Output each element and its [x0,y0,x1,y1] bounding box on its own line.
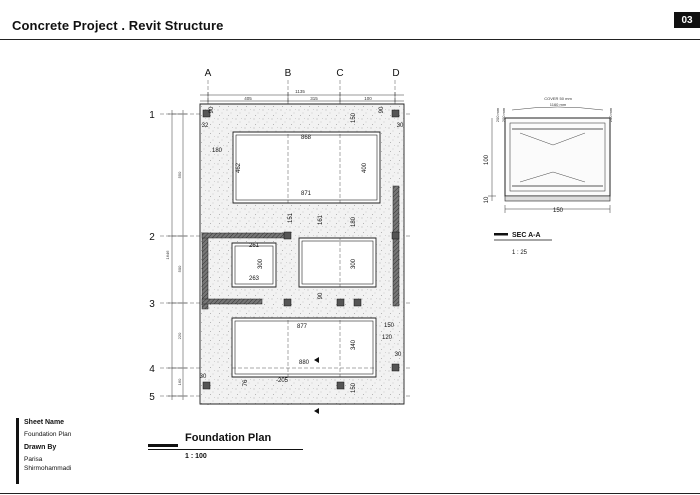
left-dim-1: 550 [177,171,182,178]
columns [202,109,400,390]
section-base-dim: 10 [484,196,490,203]
dim-mid-4: 90 [318,292,324,299]
section-title: SEC A-A [512,232,541,239]
left-dimension-chain [168,110,187,400]
grid-row-5: 5 [149,392,155,403]
left-dim-2: 500 [177,265,182,272]
dim-right-1: 150 [384,323,395,329]
page-number-badge: 03 [674,12,700,28]
grid-row-2: 2 [149,232,155,243]
section-title-bar [494,233,508,236]
foundation-slab [199,103,405,405]
sheet-name-label: Sheet Name [24,419,65,426]
level-mark: -205 [276,378,289,384]
left-dim-4: 160 [177,378,182,385]
dim-corner-2: 30 [200,374,207,380]
dim-slab-top-left: 462 [236,162,242,173]
dim-bottom-right: 150 [351,382,357,393]
left-dim-3: 220 [177,332,182,339]
dim-right-2: 120 [382,335,393,341]
drawn-by-name-1: Parisa [24,456,43,463]
plan-title-line [148,449,303,450]
frame-bottom-line [0,493,700,494]
dim-slab-top-right: 400 [362,162,368,173]
dim-slab-top-2: 871 [301,191,312,197]
grid-col-a: A [205,68,212,79]
dim-corner: 32 [202,123,209,129]
section-cut-marker [314,357,319,414]
top-dim-1: 405 [244,96,252,101]
plan-title-bar [148,444,178,447]
dim-right-3: 30 [395,352,402,358]
grid-col-d: D [392,68,399,79]
section-scale: 1 : 25 [512,250,528,256]
dim-mid-1: 151 [288,212,294,223]
top-dimension-chain [200,92,404,104]
dim-bottom-h: 340 [351,339,357,350]
grid-col-b: B [285,68,292,79]
section-width-dim: 150 [553,208,564,214]
section-height-dim: 100 [484,154,490,165]
top-total-dim: 1135 [295,89,305,94]
plan-title: Foundation Plan [185,432,272,444]
strip-walls [201,185,400,310]
dim-slab-top-1: 868 [301,135,312,141]
dim-top-right: 150 [351,112,357,123]
grid-col-c: C [336,68,343,79]
dim-bottom-left: 76 [243,379,249,386]
project-title: Concrete Project . Revit Structure [12,18,224,33]
dim-mid-h: 300 [351,258,357,269]
dim-right-4: 30 [397,123,404,129]
dim-bottom-2: 880 [299,360,310,366]
section-right-dim: 200 mm [608,107,613,122]
left-total-dim: 1646 [165,250,170,260]
dim-mid-2: 161 [318,214,324,225]
sheet-info-block: Sheet Name Foundation Plan Drawn By Pari… [16,418,134,484]
dim-bottom-1: 877 [297,324,308,330]
top-dim-3: 100 [364,96,372,101]
section-top-note-small: COVER 50 mm [544,96,572,101]
section-top-note: 1160 mm [550,102,567,107]
opening-outlines [234,134,378,375]
dim-top-d: 90 [379,106,385,113]
drawn-by-label: Drawn By [24,444,57,451]
dim-mid-3: 180 [351,216,357,227]
grid-row-3: 3 [149,299,155,310]
dim-top-a: 90 [209,106,215,113]
grid-row-1: 1 [149,110,155,121]
grid-row-4: 4 [149,364,155,375]
plan-scale: 1 : 100 [185,453,207,460]
section-left-dim-1: 200 mm [495,107,500,122]
dim-small-h: 300 [258,258,264,269]
dim-small-w2: 263 [249,276,260,282]
dim-small-w1: 261 [249,243,260,249]
section-left-dim-2: 200 mm [501,107,506,122]
top-dim-2: 315 [310,96,318,101]
drawn-by-name-2: Shirmohammadi [24,465,72,472]
sheet-name-value: Foundation Plan [24,431,72,438]
dim-slab-top-w: 180 [212,148,223,154]
section-a-a-drawing [488,106,611,213]
frame-top-line [0,39,700,40]
